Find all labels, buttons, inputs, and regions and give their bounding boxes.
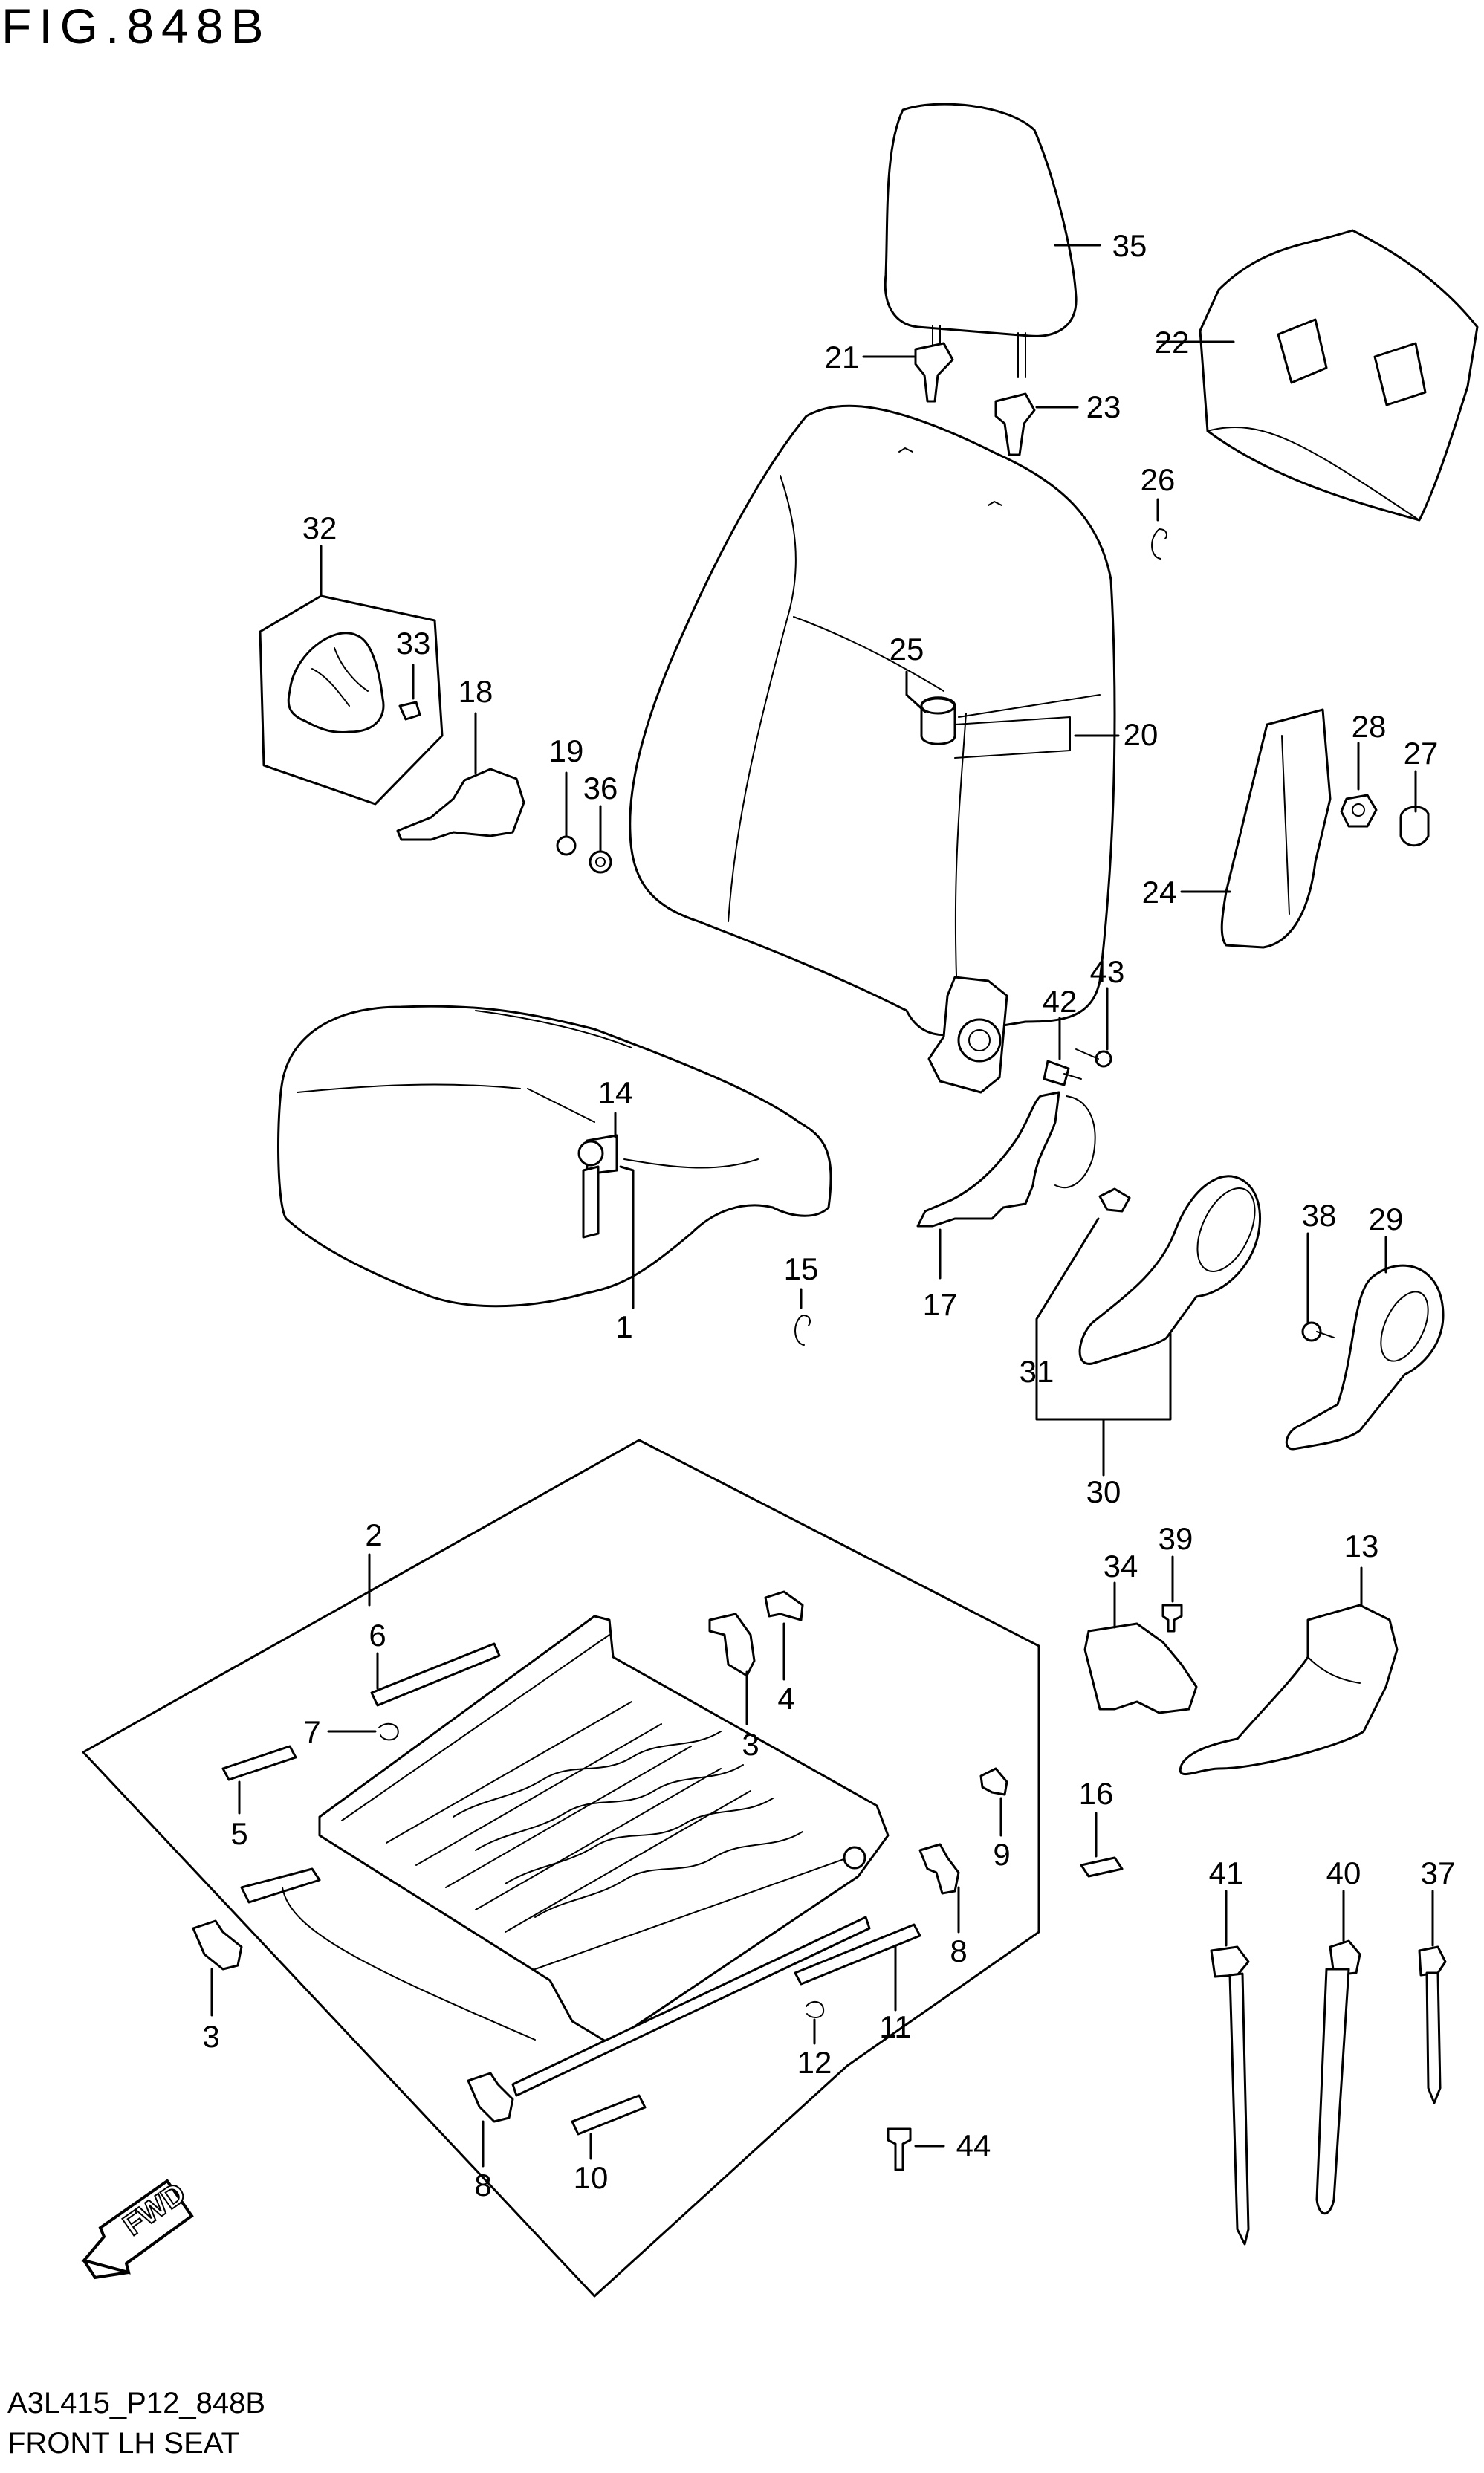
callout-28: 28 (1352, 709, 1387, 744)
recliner-cover (1035, 1175, 1262, 1477)
figure-caption: FRONT LH SEAT (7, 2427, 239, 2460)
callout-6: 6 (369, 1618, 386, 1653)
callout-3-lower: 3 (202, 2019, 219, 2054)
headrest-guide-21 (862, 342, 954, 403)
clip-12 (806, 2000, 825, 2045)
bracket-18 (396, 712, 525, 841)
cable-tie-40 (1315, 1890, 1361, 2215)
callout-24: 24 (1142, 875, 1177, 910)
figure-title: FIG.848B (1, 0, 271, 54)
seat-back-cover (1156, 229, 1479, 522)
bracket-3-upper (708, 1613, 756, 1725)
trim-group-32 (259, 545, 444, 806)
callout-40: 40 (1326, 1855, 1361, 1890)
fwd-arrow: FWD (81, 2176, 194, 2280)
callout-18: 18 (459, 674, 493, 709)
nut-28 (1340, 742, 1378, 828)
rail-cover-6 (370, 1642, 501, 1707)
callout-29: 29 (1369, 1202, 1404, 1236)
callout-30: 30 (1086, 1474, 1121, 1509)
cap-27 (1399, 770, 1430, 847)
figure-code: A3L415_P12_848B (7, 2387, 265, 2419)
callout-23: 23 (1086, 389, 1121, 424)
callout-12: 12 (797, 2045, 832, 2080)
callout-38: 38 (1302, 1198, 1337, 1233)
callout-5: 5 (230, 1816, 247, 1851)
callout-35: 35 (1112, 228, 1147, 263)
callout-37: 37 (1421, 1855, 1456, 1890)
seat-adjuster-box (82, 1439, 1040, 2298)
bracket-4 (764, 1590, 804, 1681)
callout-22: 22 (1155, 325, 1190, 360)
cable-tie-41 (1210, 1890, 1250, 2246)
callout-21: 21 (825, 340, 860, 375)
callout-14: 14 (598, 1075, 633, 1110)
callout-15: 15 (784, 1251, 819, 1286)
callout-11: 11 (879, 2009, 912, 2044)
callout-4: 4 (777, 1681, 794, 1716)
bracket-34 (1083, 1581, 1198, 1714)
callout-31: 31 (1020, 1354, 1054, 1389)
bracket-8-right (918, 1843, 960, 1934)
callout-3: 3 (742, 1727, 759, 1762)
callout-16: 16 (1079, 1776, 1114, 1811)
screw-43 (1075, 987, 1112, 1068)
callout-8: 8 (950, 1934, 967, 1968)
bracket-3-lower (192, 1919, 243, 2017)
cable-tie-37 (1418, 1890, 1447, 2104)
callout-33: 33 (396, 626, 431, 661)
callout-34: 34 (1104, 1549, 1138, 1584)
callout-7: 7 (303, 1714, 320, 1749)
callout-44: 44 (956, 2128, 991, 2163)
seat-cushion (277, 1005, 832, 1309)
callout-8-lower: 8 (474, 2168, 491, 2203)
headrest (884, 103, 1101, 378)
bracket-9 (979, 1767, 1008, 1837)
callout-20: 20 (1124, 717, 1159, 752)
headrest-guide-23 (994, 392, 1079, 456)
callout-27: 27 (1404, 736, 1439, 771)
callout-26: 26 (1141, 462, 1176, 497)
callout-17: 17 (923, 1287, 958, 1322)
bracket-8-lower (467, 2072, 514, 2168)
screw-44 (887, 2127, 945, 2171)
callout-19: 19 (549, 733, 584, 768)
leader-25 (905, 670, 927, 713)
screw-19 (556, 771, 577, 856)
clip-26 (1151, 498, 1167, 560)
callout-9: 9 (993, 1837, 1010, 1872)
callout-32: 32 (302, 511, 337, 545)
screw-42 (1043, 1017, 1082, 1086)
screw-39 (1161, 1555, 1183, 1633)
bracket-17 (916, 1091, 1096, 1280)
recliner-knob-29 (1285, 1236, 1445, 1451)
callout-42: 42 (1043, 984, 1078, 1019)
callout-25: 25 (890, 632, 924, 667)
callout-2: 2 (365, 1517, 382, 1552)
callout-39: 39 (1159, 1521, 1193, 1556)
clip-7 (327, 1722, 399, 1741)
callout-1: 1 (615, 1309, 632, 1344)
clip-16 (1080, 1812, 1124, 1878)
callout-labels: 1 2 3 3 4 5 6 7 8 8 9 10 11 12 13 14 15 … (202, 228, 1455, 2203)
callout-36: 36 (583, 771, 618, 806)
screw-38 (1301, 1232, 1335, 1342)
seat-back-panel-24 (1180, 708, 1332, 949)
clip-15 (794, 1288, 811, 1346)
rail-cover-10 (571, 2094, 647, 2160)
callout-41: 41 (1209, 1855, 1244, 1890)
seat-back (629, 404, 1120, 1094)
rail-cover-5 (221, 1745, 297, 1815)
callout-43: 43 (1090, 954, 1125, 989)
rail-cover-11 (794, 1923, 921, 2012)
callout-10: 10 (574, 2160, 609, 2195)
nut-36 (589, 805, 612, 874)
seat-side-cover-13 (1179, 1566, 1399, 1776)
callout-13: 13 (1344, 1529, 1379, 1563)
